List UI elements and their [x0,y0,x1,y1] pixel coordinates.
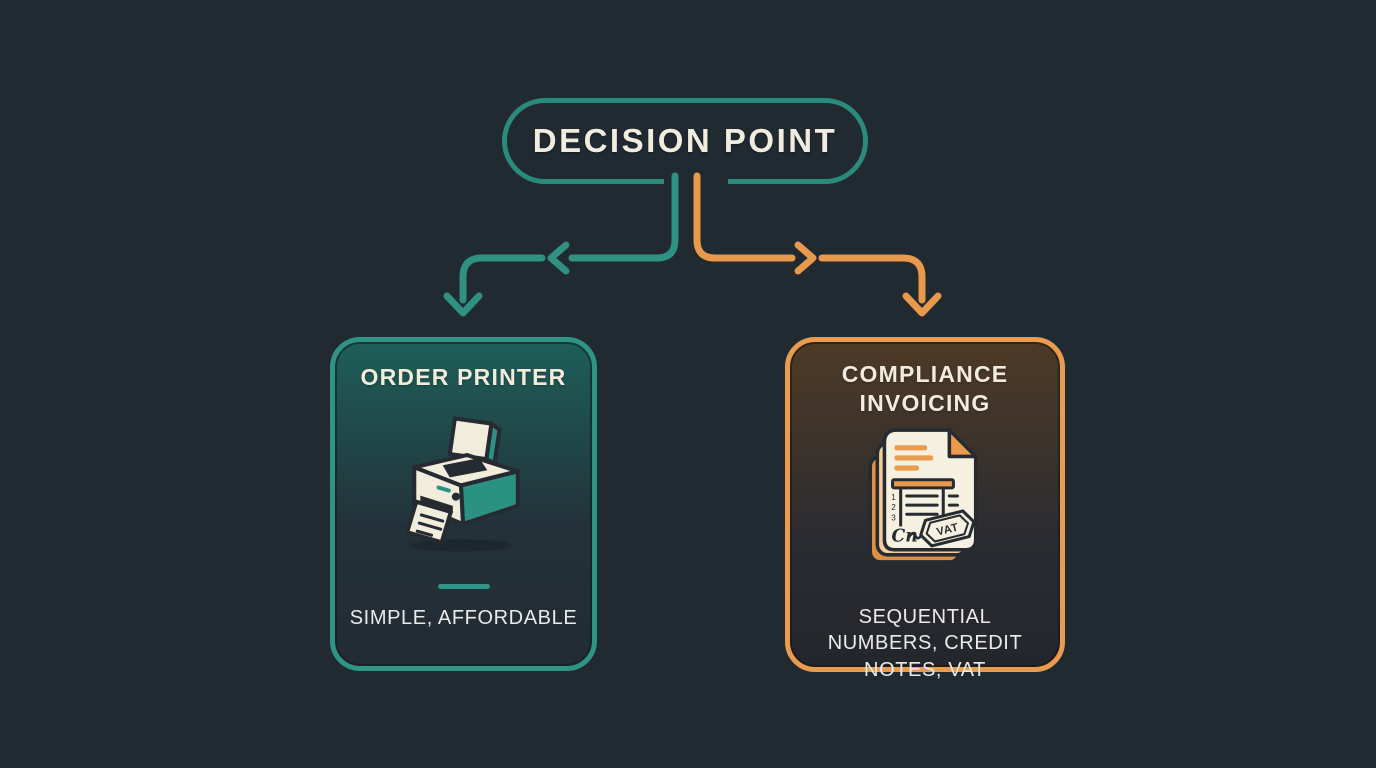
teal-branch-arrow [443,172,679,317]
compliance-invoicing-subtitle: SEQUENTIAL NUMBERS, CREDIT NOTES, VAT [827,605,1023,681]
orange-branch-arrow [693,172,942,317]
invoice-vat-icon-svg: 1 2 3 Cn VAT [868,428,978,564]
order-printer-title: ORDER PRINTER [360,364,567,390]
compliance-invoicing-card: COMPLIANCE INVOICING 1 2 3 [785,337,1065,681]
printer-icon [398,406,530,564]
invoice-row-number-3: 3 [891,513,896,522]
vat-stamp: VAT [919,509,976,548]
teal-down-arrowhead [443,292,483,317]
orange-mid-arrowhead [794,241,817,275]
teal-divider [437,583,490,589]
order-printer-subtitle: SIMPLE, AFFORDABLE [349,606,578,629]
decision-point-node: DECISION POINT [502,98,868,184]
invoice-row-number-2: 2 [891,503,896,512]
vat-stamp-text: VAT [935,521,959,538]
printer-icon-svg [404,416,520,552]
teal-mid-arrowhead [547,241,570,275]
invoice-signature-text: Cn [892,527,918,547]
compliance-invoicing-title: COMPLIANCE INVOICING [841,361,1009,416]
decision-point-label: DECISION POINT [532,122,838,159]
order-printer-card: ORDER PRINTER [330,337,597,671]
invoice-vat-icon: 1 2 3 Cn VAT [864,426,986,568]
orange-down-arrowhead [902,292,942,317]
invoice-row-number-1: 1 [891,493,896,502]
